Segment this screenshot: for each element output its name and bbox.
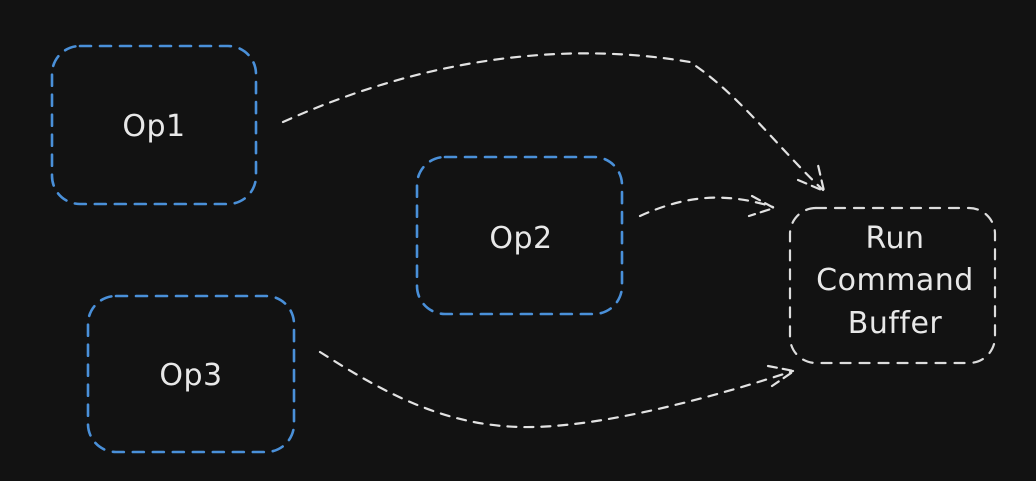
node-op3-box <box>86 294 296 454</box>
edge-op1-arrowhead <box>796 163 826 193</box>
edge-op2-to-run-command-buffer <box>638 194 776 218</box>
node-op1-box <box>50 44 258 206</box>
node-op2-box <box>415 155 624 316</box>
edge-op3-arrowhead <box>766 364 796 388</box>
node-op1[interactable]: Op1 <box>50 44 258 206</box>
node-run-command-buffer-label-line-1: Run <box>865 221 924 256</box>
edge-op3-to-run-command-buffer <box>318 350 796 429</box>
node-run-command-buffer-label-line-3: Buffer <box>848 306 943 341</box>
edge-op1-to-run-command-buffer <box>281 52 826 193</box>
node-op2[interactable]: Op2 <box>415 155 624 316</box>
node-run-command-buffer-box <box>788 206 997 365</box>
edge-op2-arrowhead <box>747 194 776 218</box>
edge-op2-line <box>638 196 775 218</box>
node-op1-label: Op1 <box>122 109 185 144</box>
edge-op1-line <box>281 52 825 192</box>
node-run-command-buffer[interactable]: Run Command Buffer <box>788 206 997 365</box>
node-op3[interactable]: Op3 <box>86 294 296 454</box>
node-run-command-buffer-label-line-2: Command <box>816 263 974 298</box>
edge-op3-line <box>318 350 795 429</box>
node-op3-label: Op3 <box>159 358 222 393</box>
node-op2-label: Op2 <box>489 221 552 256</box>
